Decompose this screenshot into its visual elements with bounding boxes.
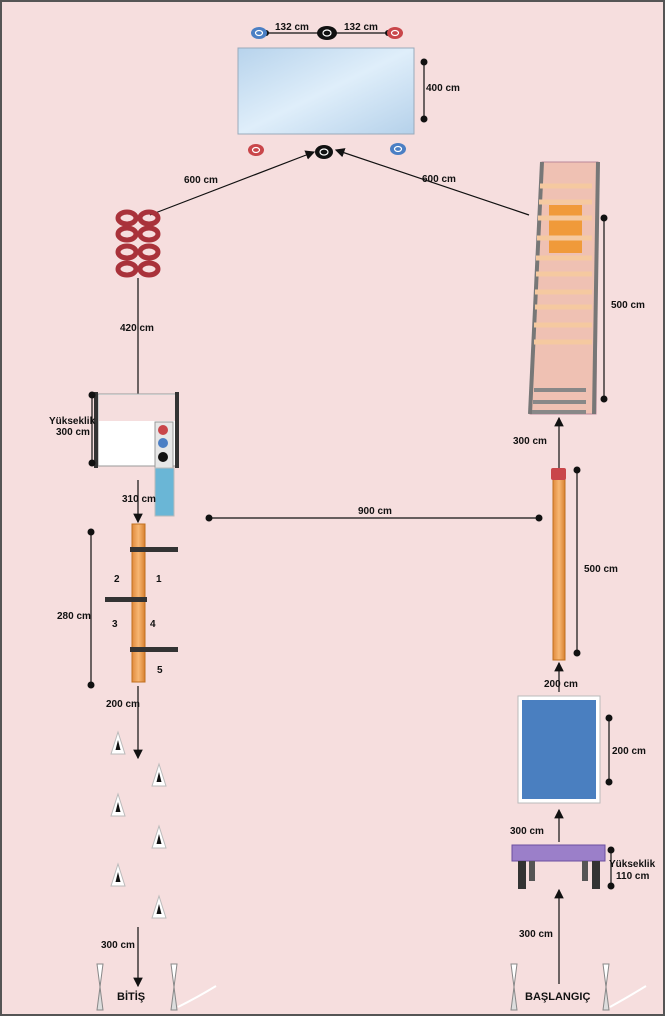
finish-gate (96, 963, 217, 1011)
label-top-left-distance: 132 cm (275, 22, 309, 33)
label-bench-height-1: Yükseklik (609, 859, 656, 870)
label-beam-right: 500 cm (584, 564, 618, 575)
top-targets (248, 26, 406, 159)
start-gate (510, 963, 647, 1011)
label-cones-bottom: 300 cm (101, 940, 135, 951)
label-middle-span: 900 cm (358, 506, 392, 517)
label-mat-height: 400 cm (426, 83, 460, 94)
label-right-diagonal: 600 cm (422, 174, 456, 185)
label-step-4: 4 (150, 619, 156, 630)
label-ladder-length: 500 cm (611, 300, 645, 311)
label-tires-down: 420 cm (120, 323, 154, 334)
steps-beam (105, 523, 178, 683)
label-after-steps: 200 cm (106, 699, 140, 710)
label-finish: BİTİŞ (117, 990, 145, 1003)
label-step-1: 1 (156, 574, 162, 585)
ladder-obstacle (528, 161, 600, 415)
label-start-up: 300 cm (519, 929, 553, 940)
label-tunnel-height-1: Yükseklik (49, 416, 96, 427)
label-step-3: 3 (112, 619, 118, 630)
label-blue-top: 200 cm (544, 679, 578, 690)
balance-beam-right (551, 468, 566, 661)
arrow-right-diagonal (334, 148, 530, 216)
label-bench-top: 300 cm (510, 826, 544, 837)
bench-obstacle (511, 844, 606, 889)
label-bench-height-2: 110 cm (616, 871, 649, 882)
tunnel-obstacle (94, 392, 179, 517)
arrow-left-diagonal (149, 150, 316, 216)
label-left-diagonal: 600 cm (184, 175, 218, 186)
label-step-2: 2 (114, 574, 120, 585)
top-mat (237, 47, 415, 135)
label-tunnel-height-2: 300 cm (56, 427, 90, 438)
slalom-cones (110, 730, 167, 919)
label-top-right-distance: 132 cm (344, 22, 378, 33)
label-step-5: 5 (157, 665, 163, 676)
label-steps-length: 280 cm (57, 611, 91, 622)
blue-mat (517, 695, 601, 804)
label-tunnel-out: 310 cm (122, 494, 156, 505)
label-blue-side: 200 cm (612, 746, 646, 757)
tires-obstacle (115, 209, 161, 278)
label-start: BAŞLANGIÇ (525, 991, 590, 1003)
label-ladder-bottom: 300 cm (513, 436, 547, 447)
